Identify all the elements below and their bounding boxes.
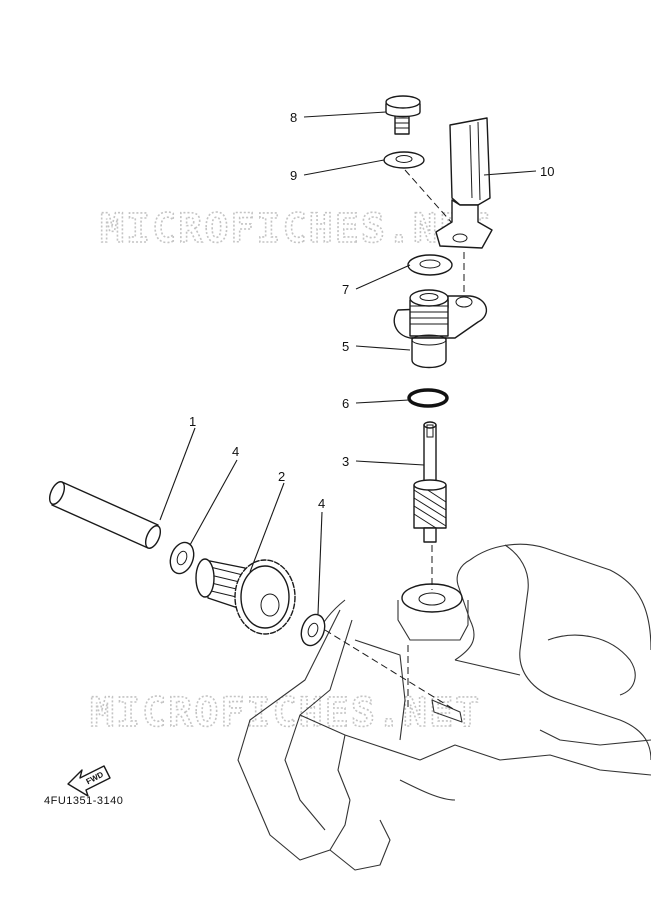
assembly-guide-lines [324,169,465,711]
callout-9: 9 [290,168,297,183]
part-3-drive-gear-shaft[interactable] [413,421,447,543]
part-2-driven-gear[interactable] [195,558,296,635]
part-6-o-ring[interactable] [407,388,449,408]
callout-4-right: 4 [318,496,325,511]
part-5-sleeve[interactable] [393,289,488,369]
part-9-washer[interactable] [383,151,425,169]
part-1-pin[interactable] [47,480,164,551]
part-7-washer[interactable] [407,254,453,276]
crankcase-outline [237,543,651,871]
callout-7: 7 [342,282,349,297]
watermark-top: MICROFICHES.NET [100,206,491,252]
watermark-bottom: MICROFICHES.NET [90,690,481,736]
callout-10: 10 [540,164,554,179]
part-4-washer-left[interactable] [166,539,198,577]
callout-8: 8 [290,110,297,125]
callout-5: 5 [342,339,349,354]
callout-2: 2 [278,469,285,484]
part-4-washer-right[interactable] [297,611,329,649]
leader-lines [159,111,537,615]
callout-4-left: 4 [232,444,239,459]
callout-6: 6 [342,396,349,411]
part-10-cable-guide[interactable] [435,117,493,249]
part-8-bolt[interactable] [385,95,421,135]
callout-1: 1 [189,414,196,429]
callout-3: 3 [342,454,349,469]
fwd-arrow-icon: FWD [67,765,111,797]
diagram-code: 4FU1351-3140 [44,795,123,807]
